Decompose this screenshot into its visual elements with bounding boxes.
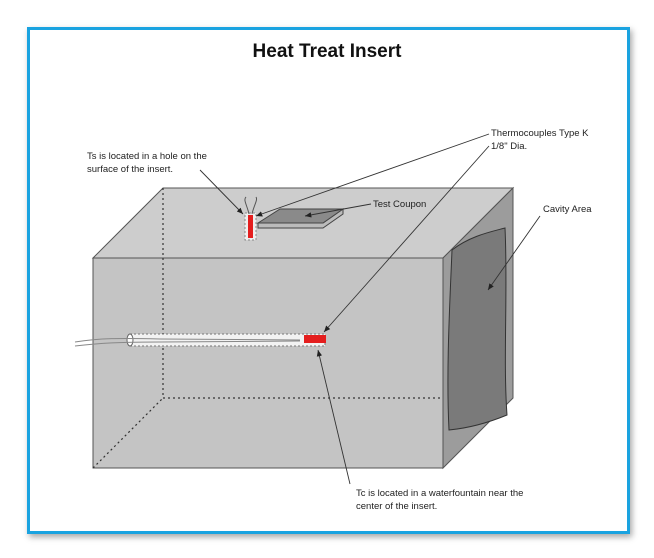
thermocouples-label-line2: 1/8" Dia.	[491, 141, 527, 152]
diagram-title: Heat Treat Insert	[253, 41, 403, 62]
test-coupon-label: Test Coupon	[373, 199, 426, 210]
ts-thermocouple	[248, 215, 253, 238]
thermocouples-label-line1: Thermocouples Type K	[491, 128, 589, 139]
tc-thermocouple	[304, 335, 326, 343]
tc-label-line2: center of the insert.	[356, 501, 437, 512]
ts-label-line1: Ts is located in a hole on the	[87, 151, 207, 162]
ts-label-line2: surface of the insert.	[87, 164, 173, 175]
tc-label-line1: Tc is located in a waterfountain near th…	[356, 488, 523, 499]
cavity-area	[447, 227, 508, 431]
ts-wires	[244, 196, 257, 215]
leader-lines	[199, 133, 541, 485]
hidden-edges	[92, 188, 443, 469]
insert-front-face	[92, 257, 444, 469]
cavity-area-label: Cavity Area	[543, 204, 592, 215]
